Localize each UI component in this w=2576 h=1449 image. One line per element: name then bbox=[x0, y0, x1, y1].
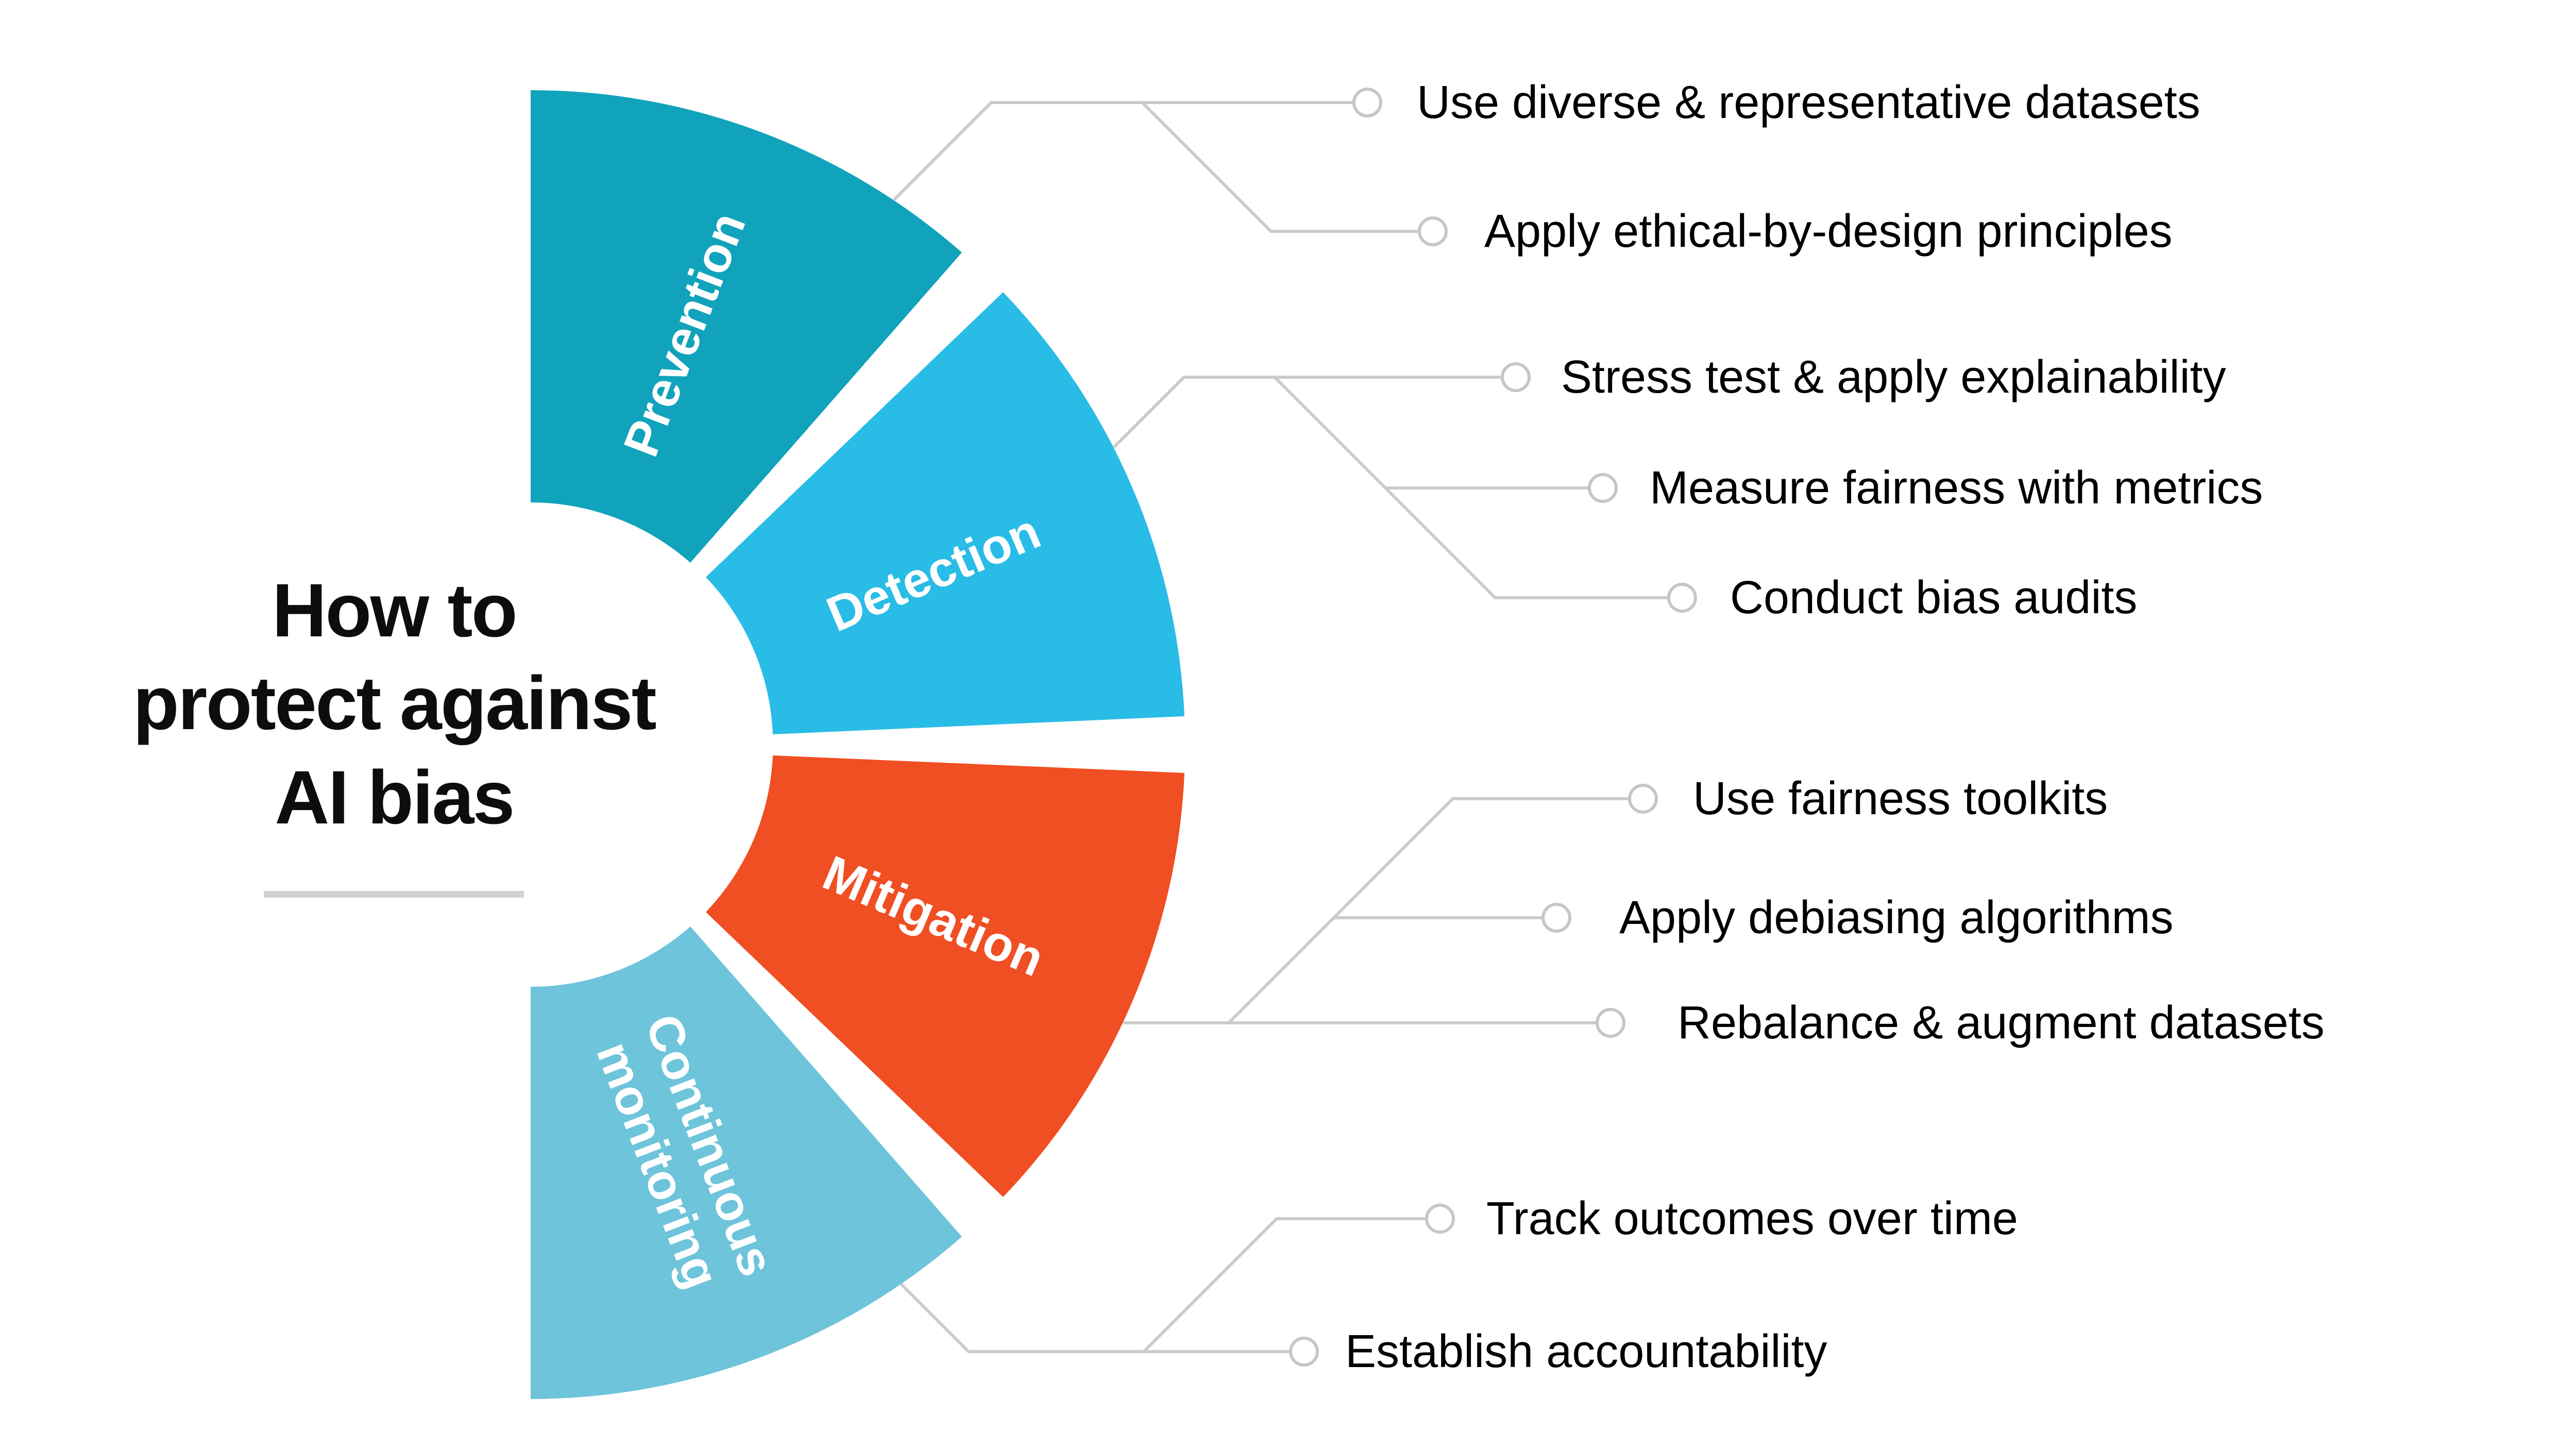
connector-prevention-item1 bbox=[892, 101, 1367, 201]
connector-mitigation-item1 bbox=[1227, 797, 1643, 1024]
item-label: Apply debiasing algorithms bbox=[1619, 892, 2174, 943]
bullet-icon bbox=[1588, 473, 1618, 503]
fan-chart: Prevention Detection Mitigation Continuo… bbox=[531, 90, 1184, 1399]
connector-lines bbox=[892, 101, 1682, 1353]
bullet-icon bbox=[1501, 362, 1531, 392]
connector-prevention-item2 bbox=[1141, 101, 1433, 233]
page-title-line3: AI bias bbox=[275, 755, 513, 840]
bullet-icon bbox=[1667, 583, 1697, 613]
item-labels: Use diverse & representative datasets Ap… bbox=[1345, 77, 2325, 1377]
item-label: Rebalance & augment datasets bbox=[1677, 997, 2325, 1049]
connector-monitoring-item1 bbox=[1142, 1217, 1440, 1353]
wedge-continuous-monitoring bbox=[531, 926, 962, 1399]
connector-monitoring-item2 bbox=[900, 1283, 1304, 1353]
bullet-icon bbox=[1628, 784, 1658, 814]
bullet-icon bbox=[1596, 1008, 1625, 1038]
item-label: Track outcomes over time bbox=[1486, 1193, 2018, 1244]
title-underline-divider bbox=[264, 891, 524, 898]
page-title-line2: protect against bbox=[133, 661, 656, 746]
bullet-icon bbox=[1418, 216, 1448, 246]
item-label: Establish accountability bbox=[1345, 1326, 1827, 1377]
item-label: Measure fairness with metrics bbox=[1650, 462, 2263, 514]
page-title-line1: How to bbox=[272, 568, 516, 653]
bullet-icon bbox=[1289, 1337, 1319, 1367]
item-label: Conduct bias audits bbox=[1730, 572, 2138, 624]
bullet-rings bbox=[1289, 88, 1697, 1367]
item-label: Use fairness toolkits bbox=[1693, 773, 2108, 824]
connector-detection-item3 bbox=[1273, 376, 1682, 599]
wedge-mitigation bbox=[706, 755, 1184, 1197]
wedge-prevention bbox=[531, 90, 962, 563]
connector-detection-item1 bbox=[1112, 376, 1516, 449]
title-block: How to protect against AI bias bbox=[133, 568, 657, 898]
item-label: Use diverse & representative datasets bbox=[1417, 77, 2200, 128]
item-label: Stress test & apply explainability bbox=[1561, 351, 2226, 403]
item-label: Apply ethical-by-design principles bbox=[1484, 206, 2173, 257]
bullet-icon bbox=[1425, 1204, 1455, 1234]
wedge-detection bbox=[706, 292, 1184, 734]
bullet-icon bbox=[1541, 903, 1571, 933]
bullet-icon bbox=[1352, 88, 1382, 117]
